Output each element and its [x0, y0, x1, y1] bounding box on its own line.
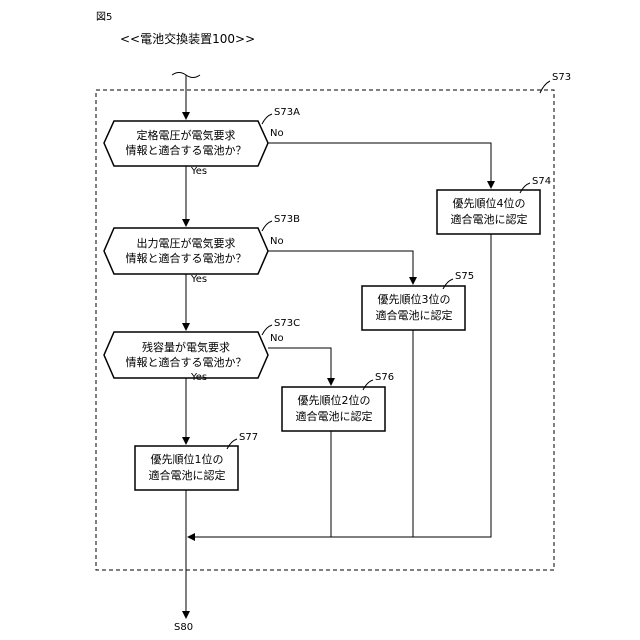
decision-s73c: 残容量が電気要求 情報と適合する電池か？	[111, 340, 261, 370]
process-s74-ref: S74	[532, 176, 551, 187]
process-s77: 優先順位1位の 適合電池に認定	[133, 452, 241, 484]
end-ref: S80	[174, 622, 193, 633]
process-s77-line1: 優先順位1位の	[133, 452, 241, 468]
decision-s73c-yes: Yes	[191, 372, 207, 383]
process-s77-ref: S77	[239, 432, 258, 443]
device-title: <<電池交換装置100>>	[120, 30, 255, 47]
process-s75-ref: S75	[455, 271, 474, 282]
process-s75-line2: 適合電池に認定	[360, 308, 468, 324]
process-s74-line2: 適合電池に認定	[435, 212, 543, 228]
decision-s73a: 定格電圧が電気要求 情報と適合する電池か？	[111, 128, 261, 158]
decision-s73c-line2: 情報と適合する電池か？	[111, 355, 261, 370]
decision-s73b-line2: 情報と適合する電池か？	[111, 251, 261, 266]
process-s76: 優先順位2位の 適合電池に認定	[280, 393, 388, 425]
process-s77-line2: 適合電池に認定	[133, 468, 241, 484]
process-s75-line1: 優先順位3位の	[360, 292, 468, 308]
decision-s73a-no: No	[270, 128, 284, 139]
decision-s73a-line1: 定格電圧が電気要求	[111, 128, 261, 143]
process-s76-ref: S76	[375, 372, 394, 383]
decision-s73b-no: No	[270, 236, 284, 247]
decision-s73c-line1: 残容量が電気要求	[111, 340, 261, 355]
decision-s73c-no: No	[270, 333, 284, 344]
decision-s73a-yes: Yes	[191, 166, 207, 177]
decision-s73b-line1: 出力電圧が電気要求	[111, 236, 261, 251]
process-s76-line2: 適合電池に認定	[280, 409, 388, 425]
process-s74-line1: 優先順位4位の	[435, 196, 543, 212]
group-ref-label: S73	[552, 72, 571, 83]
decision-s73b: 出力電圧が電気要求 情報と適合する電池か？	[111, 236, 261, 266]
decision-s73b-yes: Yes	[191, 274, 207, 285]
process-s75: 優先順位3位の 適合電池に認定	[360, 292, 468, 324]
decision-s73c-ref: S73C	[274, 318, 300, 329]
figure-label: 図5	[96, 8, 112, 23]
decision-s73a-ref: S73A	[274, 107, 300, 118]
process-s74: 優先順位4位の 適合電池に認定	[435, 196, 543, 228]
decision-s73b-ref: S73B	[274, 214, 300, 225]
process-s76-line1: 優先順位2位の	[280, 393, 388, 409]
decision-s73a-line2: 情報と適合する電池か？	[111, 143, 261, 158]
